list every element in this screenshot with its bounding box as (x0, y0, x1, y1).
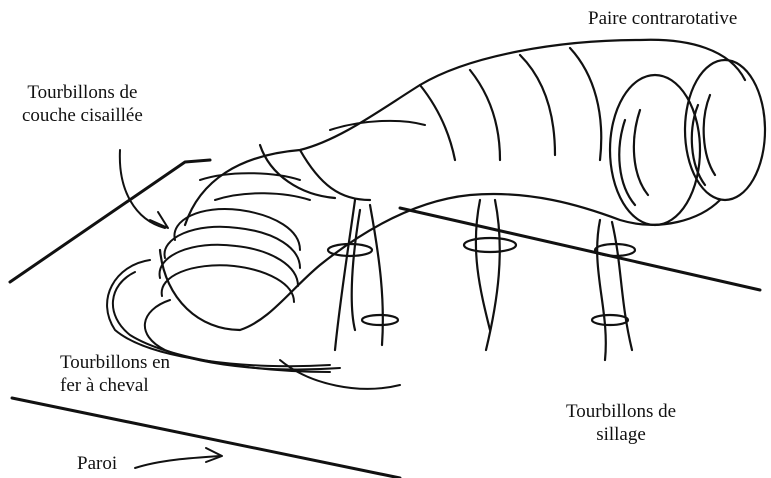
label-shear-layer-vortices: Tourbillons de couche cisaillée (22, 81, 143, 127)
label-horseshoe-line1: Tourbillons en (60, 351, 170, 374)
counter-rotating-pair (610, 60, 765, 225)
label-wake-vortices: Tourbillons de sillage (566, 400, 676, 446)
label-wake-line1: Tourbillons de (566, 400, 676, 423)
jet-body (160, 40, 745, 330)
label-shear-line2: couche cisaillée (22, 104, 143, 127)
pair-vortex-right (685, 60, 765, 200)
label-shear-line1: Tourbillons de (22, 81, 143, 104)
label-wake-line2: sillage (566, 423, 676, 446)
label-wall: Paroi (77, 452, 117, 475)
wall-edge-top (10, 160, 210, 282)
shear-layer-vortices (160, 121, 425, 302)
label-counter-rotating-pair: Paire contrarotative (588, 7, 737, 30)
wall-edge-right (400, 208, 760, 290)
wall-edge-bottom (12, 398, 400, 478)
jet-outline-top (185, 40, 745, 225)
arrow-wall-head (206, 448, 222, 462)
wake-vortices (328, 200, 635, 360)
label-horseshoe-vortices: Tourbillons en fer à cheval (60, 351, 170, 397)
label-horseshoe-line2: fer à cheval (60, 374, 170, 397)
arrow-shear (120, 150, 165, 228)
